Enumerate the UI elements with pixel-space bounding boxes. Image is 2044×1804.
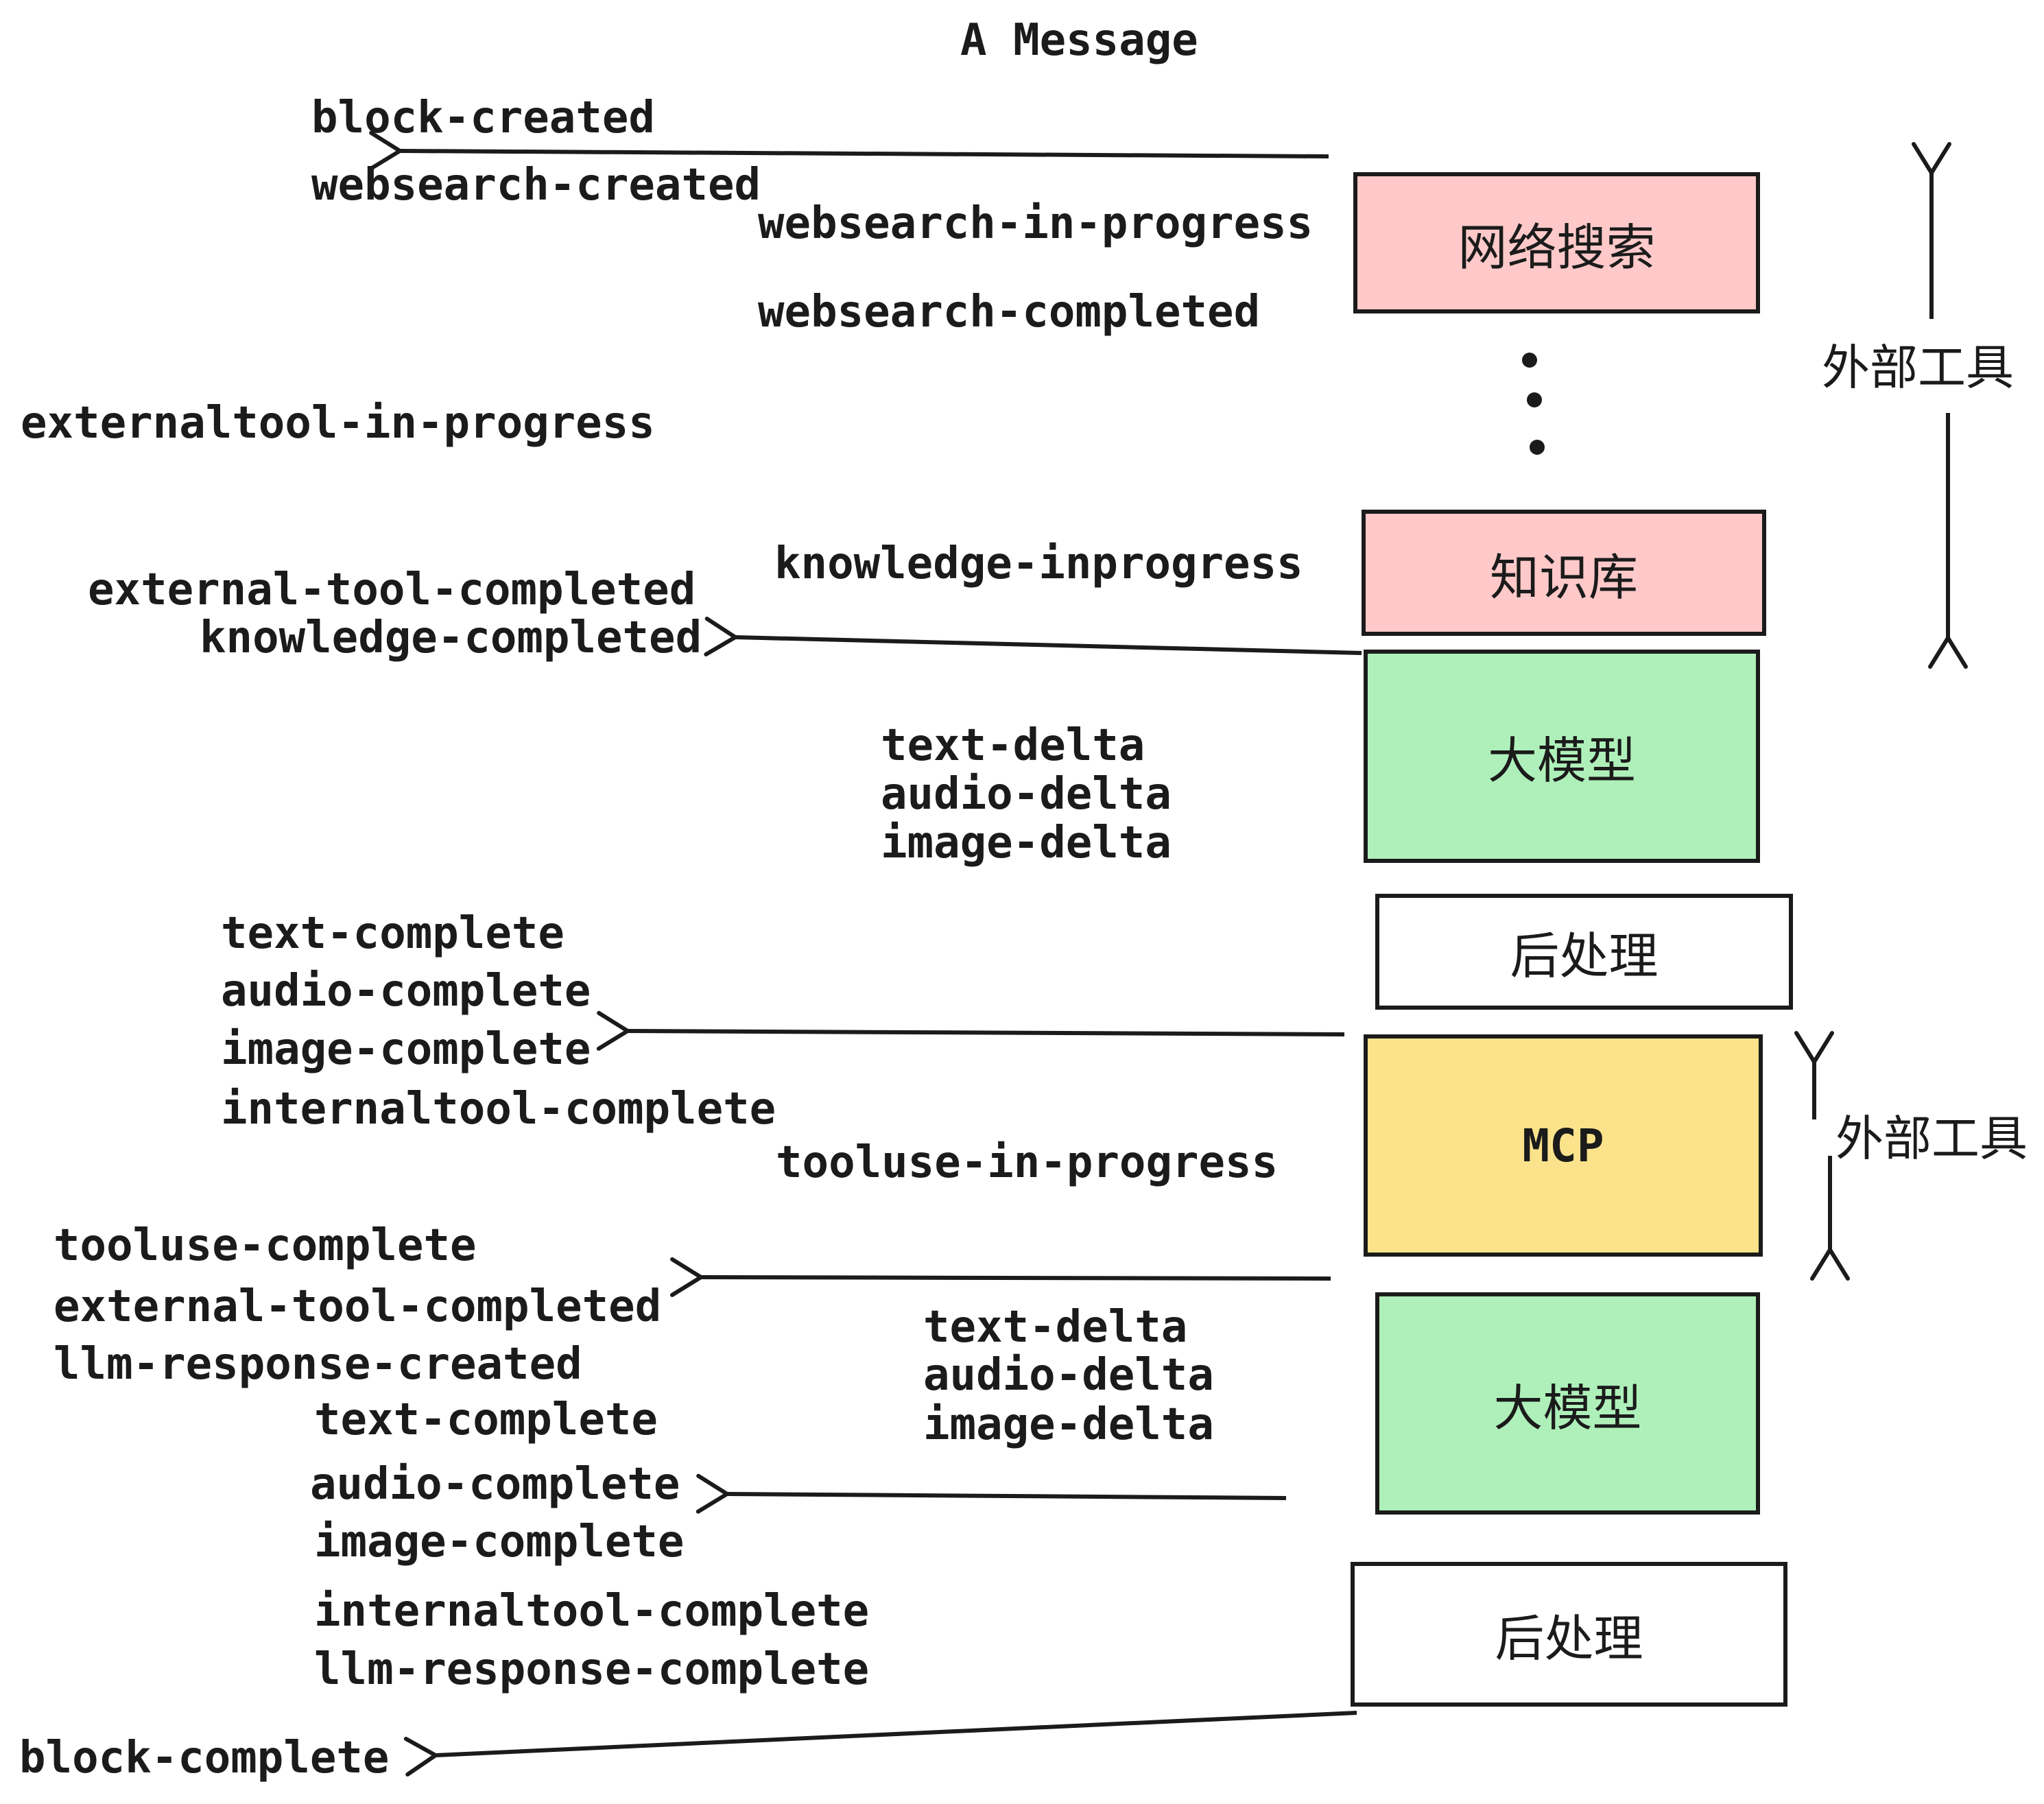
box-llm-1: 大模型 <box>1364 650 1760 863</box>
box-mcp-label: MCP <box>1522 1119 1604 1172</box>
arrow-knowledge-completed <box>704 616 1362 656</box>
event-llm-response-complete: llm-response-complete <box>314 1644 870 1695</box>
box-llm-2: 大模型 <box>1375 1292 1760 1515</box>
event-knowledge-completed: knowledge-completed <box>200 613 702 663</box>
event-websearch-completed: websearch-completed <box>758 287 1261 337</box>
event-audio-delta-2: audio-delta <box>923 1350 1214 1401</box>
event-image-delta: image-delta <box>881 818 1172 868</box>
event-audio-complete: audio-complete <box>221 966 591 1017</box>
event-websearch-in-progress: websearch-in-progress <box>758 198 1314 249</box>
box-postprocess-1: 后处理 <box>1375 894 1793 1010</box>
event-block-created: block-created <box>311 93 655 143</box>
event-llm-response-created: llm-response-created <box>54 1339 582 1390</box>
event-block-complete: block-complete <box>19 1733 390 1783</box>
box-mcp: MCP <box>1364 1034 1763 1257</box>
event-text-delta-2: text-delta <box>923 1302 1188 1353</box>
box-postprocess-1-label: 后处理 <box>1510 929 1659 984</box>
box-websearch: 网络搜索 <box>1353 172 1760 313</box>
box-llm-1-label: 大模型 <box>1487 734 1636 789</box>
event-text-complete: text-complete <box>221 908 565 959</box>
event-externaltool-in-progress: externaltool-in-progress <box>21 398 655 449</box>
arrow-audio-complete <box>696 1473 1287 1514</box>
event-tooluse-complete: tooluse-complete <box>54 1220 477 1271</box>
box-websearch-label: 网络搜索 <box>1458 220 1656 276</box>
event-tooluse-in-progress: tooluse-in-progress <box>776 1137 1279 1188</box>
event-audio-complete-2: audio-complete <box>310 1459 680 1510</box>
event-image-complete: image-complete <box>221 1024 591 1075</box>
box-postprocess-2: 后处理 <box>1351 1562 1787 1707</box>
box-knowledge-label: 知识库 <box>1489 550 1638 606</box>
event-websearch-created: websearch-created <box>311 160 761 211</box>
arrow-block-complete <box>403 1711 1357 1777</box>
external-tools-label-1: 外部工具 <box>1822 341 2014 394</box>
event-image-complete-2: image-complete <box>314 1517 685 1567</box>
arrow-tooluse-complete <box>669 1257 1331 1297</box>
event-text-complete-2: text-complete <box>314 1394 658 1445</box>
event-internaltool-complete: internaltool-complete <box>221 1084 776 1135</box>
box-postprocess-2-label: 后处理 <box>1495 1612 1643 1667</box>
event-audio-delta: audio-delta <box>881 769 1172 820</box>
ellipsis-dots <box>1522 353 1545 455</box>
box-llm-2-label: 大模型 <box>1493 1381 1642 1436</box>
arrow-image-complete <box>596 1010 1345 1051</box>
event-external-tool-completed-2: external-tool-completed <box>54 1281 662 1332</box>
event-external-tool-completed: external-tool-completed <box>88 565 696 615</box>
arrow-block-created <box>368 130 1329 171</box>
external-tools-label-2: 外部工具 <box>1835 1112 2028 1165</box>
diagram-title: A Message <box>960 15 1198 66</box>
event-text-delta: text-delta <box>881 720 1145 771</box>
event-internaltool-complete-2: internaltool-complete <box>314 1586 870 1637</box>
box-knowledge: 知识库 <box>1362 510 1766 636</box>
event-knowledge-inprogress: knowledge-inprogress <box>774 538 1303 589</box>
event-image-delta-2: image-delta <box>923 1399 1214 1450</box>
